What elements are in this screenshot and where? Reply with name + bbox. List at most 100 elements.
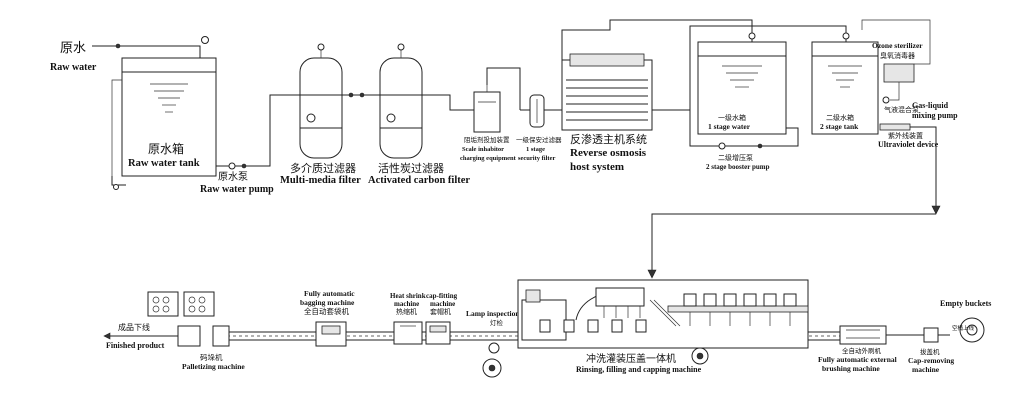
cap-removing-body [923, 327, 939, 343]
ozone-unit [883, 63, 915, 83]
rfc-label-zh: 冲洗灌装压盖一体机 [586, 352, 676, 365]
scale-label-zh: 阻垢剂投加装置 [464, 135, 510, 144]
raw-tank-label-en: Raw water tank [128, 158, 200, 169]
ac-gauge-icon [386, 113, 396, 123]
rinse-rail [667, 305, 809, 313]
stage2-water-tank: 二级水箱 2 stage tank [811, 32, 879, 135]
raw-pump-label-zh: 原水泵 [218, 171, 248, 183]
pump-icon [228, 162, 236, 170]
water-to-filler-pipe [651, 213, 936, 276]
heat-label-en1: Heat shrink [390, 292, 426, 300]
sec-label-zh: 一级保安过滤器 [516, 135, 562, 144]
mix-label-en1: Gas-liquid [912, 101, 949, 110]
ozone-sterilizer: Ozone sterilizer 臭氧消毒器 [861, 19, 931, 101]
lamp-inspection: Lamp inspection 灯检 [466, 309, 520, 354]
bucket-icon [763, 293, 777, 307]
drain-valve-icon [113, 184, 119, 190]
raw-water-tank: 原水箱 Raw water tank [111, 57, 217, 190]
sec-label-en1: 1 stage [526, 146, 545, 153]
t1-label-zh: 一级水箱 [718, 113, 746, 122]
ro-label-en2: host system [570, 161, 624, 173]
bucket-icon [539, 319, 551, 333]
raw-water-pump: 原水泵 Raw water pump [200, 94, 300, 195]
lamp-label-zh: 灯检 [490, 318, 504, 327]
stage1-tank-body [697, 41, 787, 135]
ozone-label-en: Ozone sterilizer [872, 41, 923, 50]
stage1-water-tank: 一级水箱 1 stage water [652, 28, 787, 135]
palletizer-feed [212, 325, 230, 347]
arrow-left-icon [103, 332, 111, 340]
finished-label-zh: 成品下线 [118, 322, 150, 332]
bag-label-en2: bagging machine [300, 298, 355, 307]
ultraviolet-device: 紫外线装置 Ultraviolet device [878, 123, 941, 215]
uv-lamp [879, 123, 911, 131]
caprem-label-en2: machine [912, 365, 940, 374]
bucket-icon [783, 293, 797, 307]
overflow-pipe [111, 79, 122, 176]
mm-filter-label-zh: 多介质过滤器 [290, 161, 356, 175]
security-filter: 一级保安过滤器 1 stage security filter [516, 94, 562, 162]
bucket-icon [635, 319, 647, 333]
ac-filter-label-en: Activated carbon filter [368, 175, 470, 186]
ro-control-panel [569, 53, 645, 67]
multi-media-filter: 多介质过滤器 Multi-media filter [280, 43, 380, 186]
t1-label-en: 1 stage water [708, 122, 751, 131]
capfit-label-zh: 套帽机 [430, 307, 451, 316]
ac-filter-label-zh: 活性炭过滤器 [378, 161, 444, 175]
scale-tank [473, 91, 501, 133]
capfit-label-en1: cap-fitting [426, 292, 458, 300]
flow-arrow-icon [647, 269, 657, 279]
caprem-label-zh: 拔盖机 [920, 347, 940, 356]
bagging-machine: Fully automatic bagging machine 全自动套袋机 [300, 289, 355, 347]
lamp-label-en: Lamp inspection [466, 309, 520, 318]
ro-permeate-pipe [561, 19, 753, 60]
pallet-stack-a [147, 291, 179, 317]
uv-label-en: Ultraviolet device [878, 140, 939, 149]
mm-gauge-icon [306, 113, 316, 123]
raw-pump-label-en: Raw water pump [200, 184, 274, 195]
activated-carbon-filter: 活性炭过滤器 Activated carbon filter [368, 43, 474, 186]
brush-label-zh: 全自动外刷机 [842, 346, 882, 355]
filler-manifold [595, 287, 645, 307]
brush-label-en2: brushing machine [822, 364, 880, 373]
mix-label-zh: 气液混合泵 [884, 105, 919, 114]
ro-host-system: 反渗透主机系统 Reverse osmosis host system [561, 19, 753, 173]
palletizer-body [177, 325, 201, 347]
bucket-icon [743, 293, 757, 307]
finished-label-en: Finished product [106, 341, 165, 350]
booster-label-en: 2 stage booster pump [706, 163, 770, 171]
bag-label-zh: 全自动套袋机 [304, 306, 349, 316]
bucket-icon [683, 293, 697, 307]
stage2-booster-pump: 二级增压泵 2 stage booster pump [689, 25, 847, 171]
pallet-label-en: Palletizing machine [182, 362, 245, 371]
caprem-label-en1: Cap-removing [908, 356, 954, 365]
raw-water-inlet: 原水 Raw water [50, 36, 209, 73]
raw-water-label-zh: 原水 [60, 41, 86, 56]
heat-shrink-body [393, 321, 423, 345]
mm-filter-vessel [299, 57, 343, 159]
bag-label-en1: Fully automatic [304, 289, 355, 298]
booster-label-zh: 二级增压泵 [718, 153, 753, 162]
mix-label-en2: mixing pump [912, 111, 958, 120]
t2-label-zh: 二级水箱 [826, 113, 854, 122]
pallet-label-zh: 码垛机 [200, 352, 223, 362]
ac-filter-vessel [379, 57, 423, 159]
cap-fitting-machine: cap-fitting machine 套帽机 [425, 292, 458, 345]
rinsing-filling-capping-machine: 冲洗灌装压盖一体机 Rinsing, filling and capping m… [482, 279, 809, 378]
cap-removing-machine: 拔盖机 Cap-removing machine [886, 327, 954, 374]
inlet-valve-icon [115, 43, 121, 49]
capfit-label-en2: machine [430, 300, 455, 308]
cap-fitting-body [425, 321, 451, 345]
bucket-icon [703, 293, 717, 307]
external-brushing-machine: 全自动外刷机 Fully automatic external brushing… [818, 325, 897, 373]
empty-buckets-infeed: Empty buckets 空桶上线 [940, 299, 991, 343]
ozone-label-zh: 臭氧消毒器 [880, 51, 915, 60]
heat-shrink-machine: Heat shrink machine 热缩机 [390, 292, 426, 345]
raw-tank-body [121, 57, 217, 177]
brush-label-en1: Fully automatic external [818, 355, 897, 364]
scale-label-en2: charging equipment [460, 155, 517, 162]
pallet-stack-b [183, 291, 215, 317]
ro-frame [561, 59, 653, 131]
empty-label-zh: 空桶上线 [952, 324, 975, 332]
